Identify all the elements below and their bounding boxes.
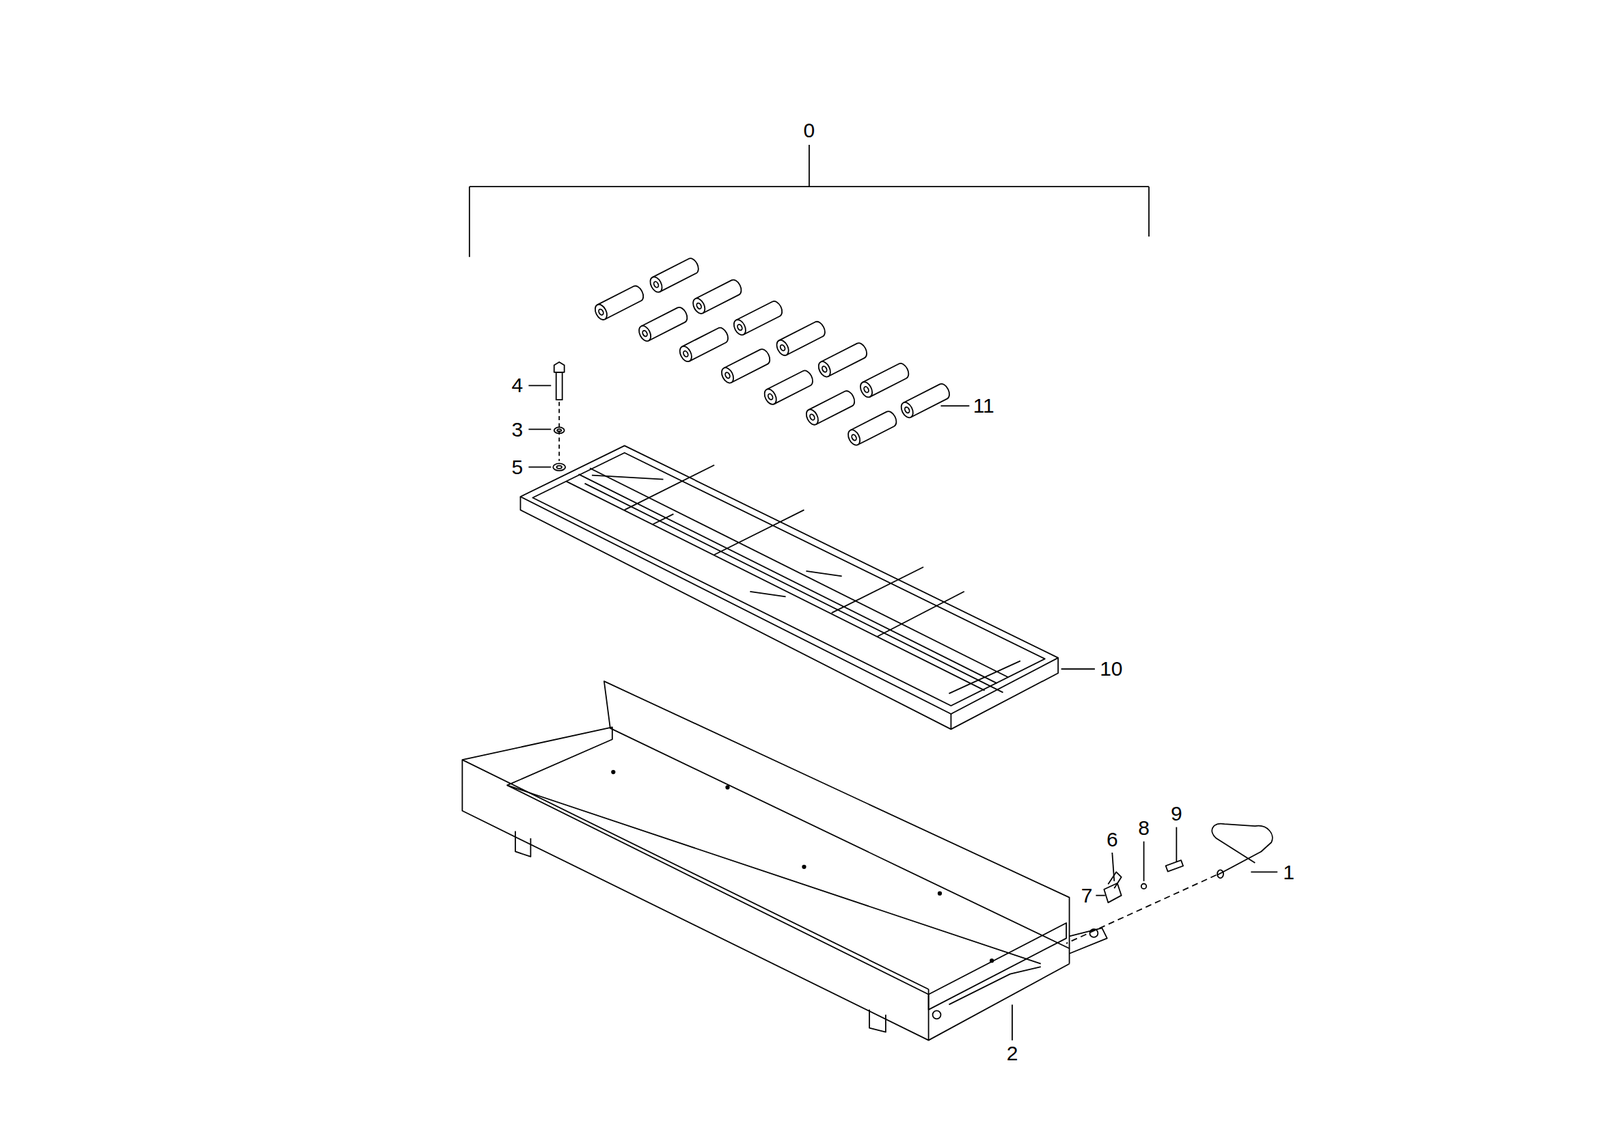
roller (636, 305, 690, 344)
roller-frame (520, 445, 1059, 730)
roller (762, 369, 815, 407)
callout-number: 8 (1137, 818, 1150, 839)
leader-lines (528, 385, 1278, 1041)
roller (857, 361, 911, 400)
callout-number: 10 (1099, 658, 1123, 680)
callout-number: 11 (973, 395, 995, 417)
callout-number: 7 (1081, 885, 1093, 907)
roller (719, 347, 772, 385)
callout-number: 4 (511, 375, 524, 396)
callout-number: 2 (1006, 1043, 1019, 1065)
callout-number: 0 (803, 120, 816, 141)
roller (677, 326, 730, 364)
roller (803, 388, 857, 427)
base-tray (462, 681, 1107, 1041)
roller (690, 278, 744, 316)
latch-parts (1066, 824, 1273, 944)
callout-number: 5 (511, 457, 524, 478)
roller (647, 256, 701, 294)
roller (592, 284, 646, 322)
callout-number: 3 (511, 419, 524, 441)
roller (898, 382, 952, 420)
callout-number: 1 (1282, 862, 1295, 884)
callout-number: 9 (1170, 803, 1183, 825)
roller (774, 319, 827, 358)
roller (846, 409, 899, 447)
roller (731, 299, 784, 337)
roller (816, 341, 869, 379)
callout-number: 6 (1106, 829, 1119, 851)
roller-group (592, 256, 952, 447)
bolt-washers (552, 362, 566, 471)
assembly-bracket (469, 144, 1149, 257)
